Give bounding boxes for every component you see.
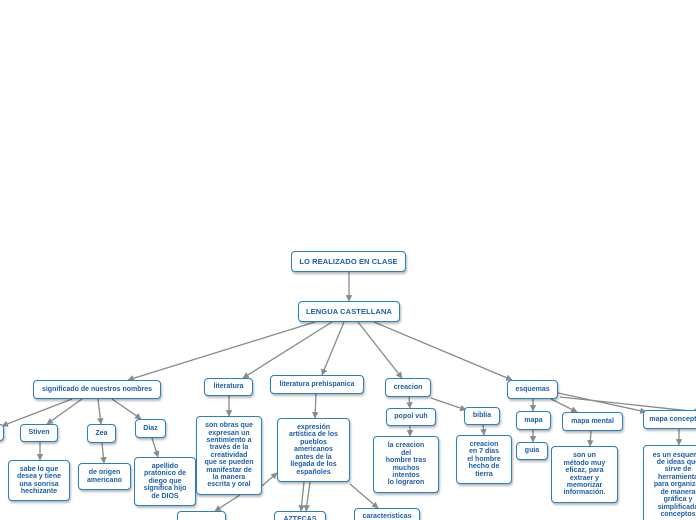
connector-prehispanica-aztecas-b — [303, 481, 311, 512]
node-aztecas[interactable]: AZTECAS — [274, 511, 326, 520]
connector-literatura-prehispanica-link — [261, 472, 278, 487]
node-mapa-conceptual-desc[interactable]: es un esquema de ideas que sirve de herr… — [643, 445, 696, 520]
node-root[interactable]: LO REALIZADO EN CLASE — [291, 251, 406, 272]
node-stiven[interactable]: Stiven — [20, 424, 58, 442]
node-mapa-mental[interactable]: mapa mental — [562, 412, 623, 431]
node-popol-vuh[interactable]: popol vuh — [386, 408, 436, 426]
node-esquemas[interactable]: esquemas — [507, 380, 558, 399]
connector-significado-diaz — [111, 398, 142, 420]
node-creacion[interactable]: creacion — [385, 378, 431, 397]
node-guia[interactable]: guia — [516, 442, 548, 460]
node-edge-left[interactable] — [0, 424, 4, 441]
connector-significado-stiven — [46, 398, 83, 425]
connector-lengua-significado — [127, 321, 316, 382]
node-literatura-child[interactable] — [177, 511, 226, 520]
connector-lengua-prehispanica — [321, 321, 345, 376]
connector-significado-zea — [97, 398, 104, 425]
connector-esquemas-mental — [550, 398, 578, 413]
node-prehispanica[interactable]: literatura prehispanica — [270, 375, 364, 394]
connector-biblia-desc — [480, 424, 487, 436]
connector-lengua-esquemas — [373, 321, 513, 381]
node-significado[interactable]: significado de nuestros nombres — [33, 380, 161, 399]
connector-esquemas-conceptual-b — [559, 396, 696, 415]
connector-lengua-literatura — [242, 321, 333, 379]
node-literatura[interactable]: literatura — [204, 378, 253, 396]
connector-diaz-desc — [151, 437, 160, 458]
node-mapa[interactable]: mapa — [516, 411, 551, 430]
node-stiven-desc[interactable]: sabe lo que desea y tiene una sonrisa he… — [8, 460, 70, 501]
connector-creacion-popol — [406, 396, 413, 409]
node-mapa-mental-desc[interactable]: son un método muy eficaz, para extraer y… — [551, 446, 618, 503]
node-biblia[interactable]: biblia — [464, 407, 500, 425]
node-diaz-desc[interactable]: apellido pratonico de diego que signific… — [134, 457, 196, 506]
node-biblia-desc[interactable]: creacion en 7 días el hombre hecho de ti… — [456, 435, 512, 484]
node-mapa-conceptual[interactable]: mapa conceptual — [643, 410, 696, 429]
connector-prehispanica-desc — [311, 393, 319, 419]
node-lengua[interactable]: LENGUA CASTELLANA — [298, 301, 400, 322]
connector-literatura-desc-child — [214, 494, 241, 512]
connector-creacion-biblia — [430, 397, 467, 412]
connector-prehispanica-aztecas-a — [298, 481, 305, 512]
connector-prehispanica-caracteristicas — [349, 483, 379, 509]
connector-lengua-creacion — [357, 321, 403, 379]
node-caracteristicas[interactable]: caracteristicas — [354, 508, 420, 520]
connector-significado-edge — [1, 398, 73, 427]
node-popol-desc[interactable]: la creacion del hombre tras muchos inten… — [373, 436, 439, 493]
node-prehispanica-desc[interactable]: expresión artística de los pueblos ameri… — [277, 418, 350, 482]
node-diaz[interactable]: Diaz — [135, 419, 166, 438]
connector-esquemas-conceptual-a — [557, 392, 647, 414]
node-zea[interactable]: Zea — [87, 424, 116, 443]
node-zea-desc[interactable]: de origen americano — [78, 463, 131, 490]
connector-mental-desc — [587, 430, 594, 447]
connector-zea-desc — [100, 442, 107, 464]
node-literatura-desc[interactable]: son obras que expresan un sentimiento a … — [196, 416, 262, 495]
